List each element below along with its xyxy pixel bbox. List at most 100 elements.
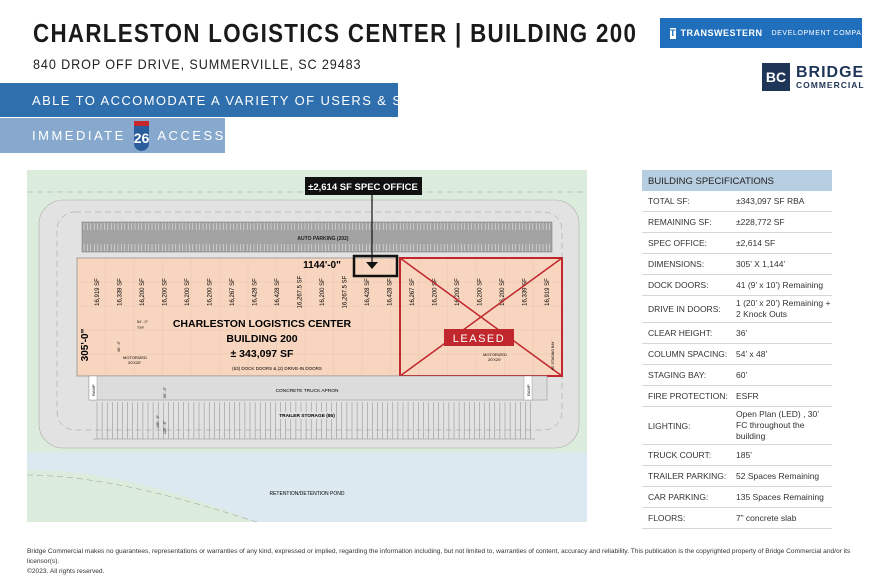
- spec-row: LIGHTING: Open Plan (LED) , 30’ FC throug…: [642, 407, 832, 445]
- bay-sf-label: 16,339 SF: [118, 278, 124, 306]
- ramp-left: RAMP: [91, 384, 96, 396]
- spec-label: TRAILER PARKING:: [648, 471, 727, 481]
- address: 840 DROP OFF DRIVE, SUMMERVILLE, SC 2948…: [33, 56, 362, 72]
- spec-value: Open Plan (LED) , 30’ FC throughout the …: [736, 409, 819, 441]
- spec-value: 135 Spaces Remaining: [736, 491, 824, 502]
- spec-label: TRUCK COURT:: [648, 450, 712, 460]
- transwestern-t-icon: T: [670, 27, 676, 39]
- apron-label: CONCRETE TRUCK APRON: [276, 388, 339, 394]
- spec-label: FIRE PROTECTION:: [648, 391, 728, 401]
- spec-value: ±228,772 SF: [736, 216, 785, 227]
- bay-sf-label: 16,267 SF: [410, 278, 416, 306]
- building-number: BUILDING 200: [226, 333, 297, 345]
- motorized-right-size: 20'X20': [488, 357, 501, 362]
- court-dim-2: 125' - 6": [163, 420, 167, 434]
- arrow-head-icon: [366, 262, 378, 269]
- building-sf: ± 343,097 SF: [231, 348, 295, 360]
- spec-row: COLUMN SPACING: 54’ x 48’: [642, 344, 832, 365]
- bay-sf-label: 16,267.5 SF: [343, 275, 349, 308]
- spec-row: TRUCK COURT: 185’: [642, 445, 832, 466]
- transwestern-sub: DEVELOPMENT COMPANY: [771, 29, 873, 37]
- bridge-name: BRIDGE: [796, 63, 865, 81]
- bay-sf-label: 16,200 SF: [478, 278, 484, 306]
- spec-label: COLUMN SPACING:: [648, 349, 728, 359]
- bay-sf-label: 16,200 SF: [185, 278, 191, 306]
- trailer-storage-label: TRAILER STORAGE (85): [279, 413, 335, 419]
- bridge-sub: COMMERCIAL: [796, 79, 865, 90]
- spec-value: 1 (20’ x 20’) Remaining + 2 Knock Outs: [736, 298, 831, 319]
- site-plan: AUTO PARKING (202) 16,919 SF 16,339 SF 16,…: [27, 170, 587, 522]
- leased-label: LEASED: [453, 333, 505, 345]
- spec-value: 52 Spaces Remaining: [736, 470, 820, 481]
- spec-office-callout-box: [305, 177, 422, 195]
- bay-width: 54' - 0": [137, 320, 149, 324]
- spec-label: STAGING BAY:: [648, 370, 707, 380]
- spec-value: ESFR: [736, 390, 759, 401]
- spec-label: CAR PARKING:: [648, 492, 709, 502]
- width-dimension: 305'-0": [80, 328, 91, 361]
- spec-value: ±343,097 SF RBA: [736, 195, 805, 206]
- spec-row: TRAILER PARKING: 52 Spaces Remaining: [642, 466, 832, 487]
- spec-value: 60’: [736, 369, 748, 380]
- auto-parking: [81, 221, 553, 253]
- spec-row: DOCK DOORS:41 (9’ x 10’) Remaining: [642, 275, 832, 296]
- copyright: ©2023. All rights reserved.: [27, 568, 105, 575]
- motorized-left-size: 20'X20': [128, 360, 141, 365]
- spec-label: TOTAL SF:: [648, 196, 690, 206]
- spec-label: REMAINING SF:: [648, 217, 712, 227]
- spec-value: 54’ x 48’: [736, 348, 768, 359]
- disclaimer: Bridge Commercial makes no guarantees, r…: [27, 547, 877, 577]
- bay-sf-label: 16,200 SF: [163, 278, 169, 306]
- spec-row: STAGING BAY: 60’: [642, 365, 832, 386]
- bay-sf-label: 16,200 SF: [500, 278, 506, 306]
- transwestern-name: TRANSWESTERN: [680, 28, 763, 38]
- spec-label: DOCK DOORS:: [648, 280, 709, 290]
- spec-value: 185’: [736, 449, 753, 460]
- motorized-right: MOTORIZED: [483, 352, 507, 357]
- bay-sf-label: 16,919 SF: [545, 278, 551, 306]
- leased-badge: [444, 329, 514, 346]
- apron-dim: 60' - 0": [163, 386, 167, 398]
- spec-label: LIGHTING:: [648, 420, 691, 431]
- disclaimer-text: Bridge Commercial makes no guarantees, r…: [27, 548, 851, 565]
- bay-sf-label: 16,428 SF: [253, 278, 259, 306]
- spec-value: 7” concrete slab: [736, 512, 797, 523]
- spec-label: FLOORS:: [648, 513, 686, 523]
- ramp-right: RAMP: [526, 384, 531, 396]
- bay-sf-label: 16,428 SF: [275, 278, 281, 306]
- spec-label: DIMENSIONS:: [648, 259, 705, 269]
- auto-parking-label: AUTO PARKING (202): [297, 236, 349, 242]
- spec-row: TOTAL SF: ±343,097 SF RBA: [642, 191, 832, 212]
- bay-sf-label: 16,200 SF: [208, 278, 214, 306]
- bay-depth: 48' - 0": [117, 340, 121, 352]
- spec-value: 305’ X 1,144’: [736, 258, 786, 269]
- spec-office-callout: ±2,614 SF SPEC OFFICE: [308, 182, 418, 193]
- spec-value: ±2,614 SF: [736, 237, 776, 248]
- pond: [27, 452, 587, 522]
- banner-users: ABLE TO ACCOMODATE A VARIETY OF USERS & …: [0, 83, 436, 117]
- bay-sf-label: 16,200 SF: [320, 278, 326, 306]
- dock-doors-label: (63) DOCK DOORS & (2) DRIVE-IN DOORS: [232, 366, 322, 371]
- spec-row: SPEC OFFICE: ±2,614 SF: [642, 233, 832, 254]
- spec-row: DIMENSIONS: 305’ X 1,144’: [642, 254, 832, 275]
- bay-sf-label: 16,200 SF: [455, 278, 461, 306]
- spec-label: CLEAR HEIGHT:: [648, 328, 713, 338]
- pond-label: RETENTION/DETENTION POND: [269, 491, 344, 497]
- banner-access: IMMEDIATE 26 ACCESS: [0, 118, 225, 153]
- spec-row: REMAINING SF: ±228,772 SF: [642, 212, 832, 233]
- building-name: CHARLESTON LOGISTICS CENTER: [173, 318, 352, 330]
- interstate-shield-icon: 26: [133, 120, 150, 151]
- spec-row: CAR PARKING: 135 Spaces Remaining: [642, 487, 832, 508]
- spec-label: SPEC OFFICE:: [648, 238, 708, 248]
- bay-sf-label: 16,919 SF: [95, 278, 101, 306]
- spec-row: FIRE PROTECTION: ESFR: [642, 386, 832, 407]
- spec-row: CLEAR HEIGHT:36’: [642, 323, 832, 344]
- typ-label: TYP.: [137, 326, 144, 330]
- length-dimension: 1144'-0": [303, 260, 341, 271]
- spec-label: DRIVE IN DOORS:: [648, 304, 721, 314]
- banner-access-after: ACCESS: [157, 128, 226, 143]
- bay-sf-label: 16,267 SF: [230, 278, 236, 306]
- bay-sf-label: 16,200 SF: [433, 278, 439, 306]
- bay-sf-label: 16,200 SF: [140, 278, 146, 306]
